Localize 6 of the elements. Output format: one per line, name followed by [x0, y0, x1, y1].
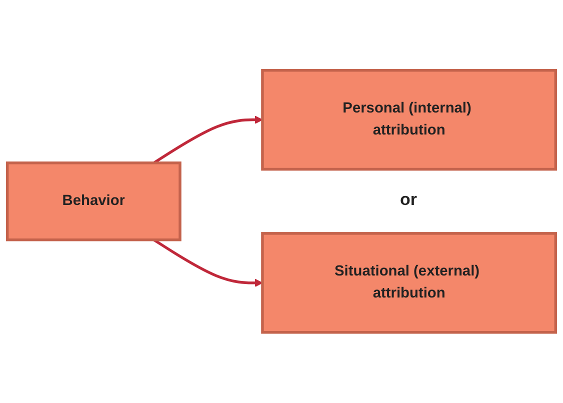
connector-word: or — [400, 190, 417, 210]
arrow — [153, 116, 263, 164]
node-box: Situational (external) attribution — [261, 232, 558, 334]
arrow — [153, 238, 263, 288]
node-box: Behavior — [6, 162, 182, 242]
node-box: Personal (internal) attribution — [261, 69, 558, 171]
